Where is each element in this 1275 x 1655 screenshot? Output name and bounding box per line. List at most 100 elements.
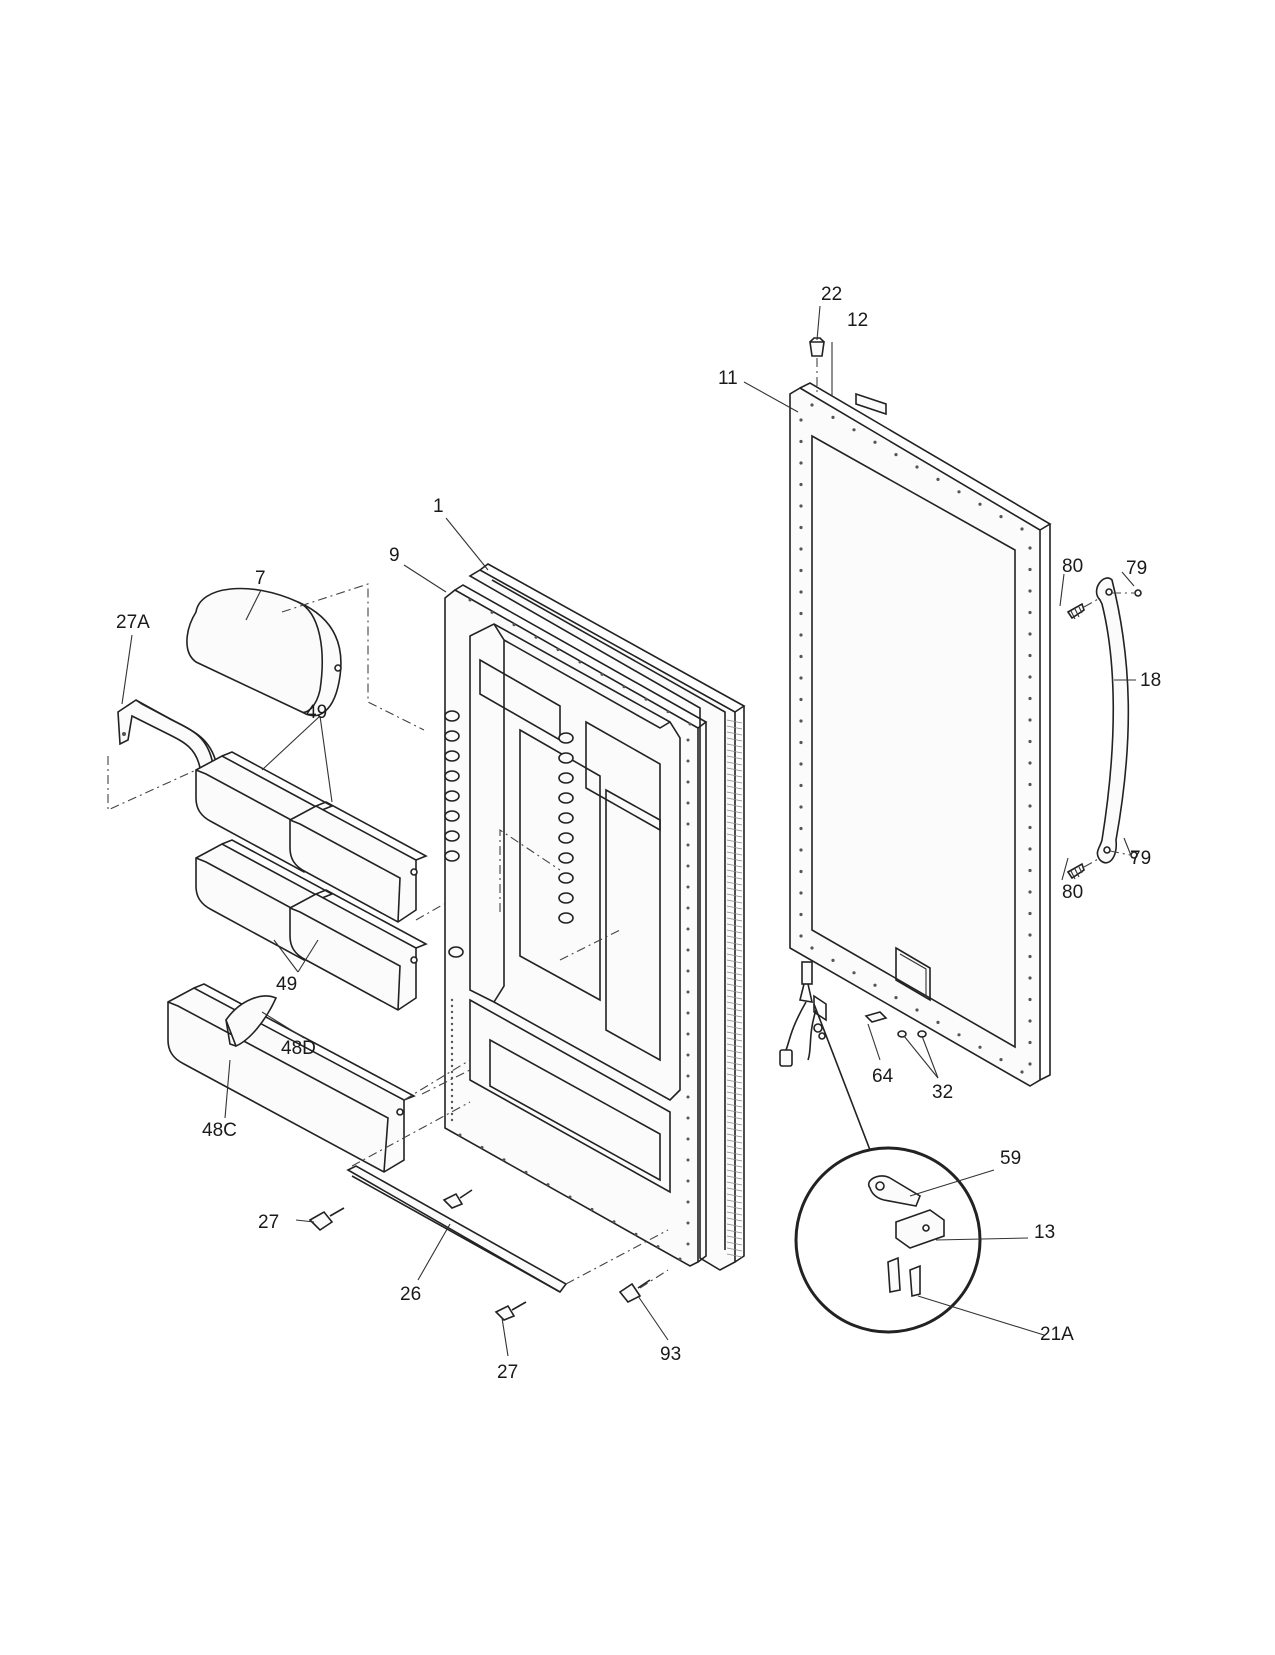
liner-hole xyxy=(512,623,516,627)
liner-hole xyxy=(686,1137,690,1141)
liner-hole xyxy=(450,1088,454,1092)
liner-boss xyxy=(444,850,460,862)
gasket-hatch-line xyxy=(726,1247,743,1252)
gasket-hatch-line xyxy=(726,1067,743,1072)
callout-80-lower: 80 xyxy=(1062,882,1083,903)
door-bin-49-lower-right xyxy=(289,889,428,1011)
gasket-hatch-line xyxy=(726,851,743,856)
gasket-hatch-line xyxy=(726,1217,743,1222)
callout-79-lower: 79 xyxy=(1130,848,1151,869)
callout-27A: 27A xyxy=(116,612,150,633)
lower-hinge-assembly xyxy=(779,961,827,1067)
liner-hole xyxy=(686,906,690,910)
liner-boss xyxy=(444,770,460,782)
mounting-hole xyxy=(1028,1040,1032,1045)
callout-21A: 21A xyxy=(1040,1324,1074,1345)
liner-hole xyxy=(686,822,690,826)
liner-boss xyxy=(558,812,574,824)
hinge-detail-circle xyxy=(794,1003,982,1334)
mounting-hole xyxy=(799,912,803,917)
liner-hole xyxy=(450,1100,454,1104)
mounting-hole xyxy=(1028,890,1032,894)
liner-boss xyxy=(444,750,460,762)
mounting-hole xyxy=(799,762,803,766)
callout-59: 59 xyxy=(1000,1148,1021,1169)
liner-hole xyxy=(600,672,604,676)
mounting-hole xyxy=(810,403,814,407)
callout-64: 64 xyxy=(872,1066,894,1087)
callout-32: 32 xyxy=(932,1082,953,1103)
mounting-hole xyxy=(999,1058,1003,1062)
liner-hole xyxy=(644,697,648,701)
liner-hole xyxy=(686,843,690,847)
liner-hole xyxy=(480,1145,484,1149)
gasket-hatch-line xyxy=(726,869,743,874)
liner-hole xyxy=(450,1004,454,1008)
mounting-hole xyxy=(894,453,898,457)
liner-hole xyxy=(450,998,454,1002)
gasket-hatch-line xyxy=(726,737,743,742)
callout-27-left: 27 xyxy=(258,1212,279,1233)
liner-hole xyxy=(534,635,538,639)
mounting-hole xyxy=(852,971,856,975)
gasket-hatch-line xyxy=(726,809,743,814)
callout-12: 12 xyxy=(847,310,868,331)
liner-hole xyxy=(686,780,690,784)
gasket-hatch-line xyxy=(726,1181,743,1186)
liner-hole xyxy=(686,1032,690,1036)
mounting-hole xyxy=(799,654,803,659)
mounting-hole xyxy=(799,418,803,422)
liner-boss xyxy=(558,792,574,804)
liner-hole xyxy=(450,1010,454,1014)
gasket-hatch-line xyxy=(726,803,743,808)
gasket-hatch-line xyxy=(726,863,743,868)
mounting-hole xyxy=(1020,1070,1024,1074)
gasket-hatch-line xyxy=(726,905,743,910)
gasket-hatch-line xyxy=(726,941,743,946)
callout-49-lower: 49 xyxy=(276,974,297,995)
gasket-hatch-line xyxy=(726,1097,743,1102)
liner-hole xyxy=(686,1179,690,1183)
gasket-hatch-line xyxy=(726,911,743,916)
liner-hole xyxy=(686,1074,690,1078)
gasket-hatch-line xyxy=(726,1001,743,1006)
gasket-hatch-line xyxy=(726,1133,743,1138)
liner-hole xyxy=(686,969,690,973)
mounting-hole xyxy=(978,1045,982,1049)
liner-hole xyxy=(468,598,472,602)
gasket-hatch-line xyxy=(726,767,743,772)
gasket-hatch-line xyxy=(726,791,743,796)
liner-hole xyxy=(686,738,690,742)
gasket-hatch-line xyxy=(726,1253,743,1258)
gasket-hatch-line xyxy=(726,821,743,826)
callout-26: 26 xyxy=(400,1284,421,1305)
gasket-hatch-line xyxy=(726,1031,743,1036)
gasket-hatch-line xyxy=(726,1145,743,1150)
liner-boss xyxy=(444,810,460,822)
mounting-hole xyxy=(1028,976,1032,980)
mounting-hole xyxy=(1028,696,1032,701)
gasket-hatch-line xyxy=(726,1235,743,1240)
dairy-bin-7 xyxy=(186,587,342,717)
gasket-hatch-line xyxy=(726,1193,743,1198)
callout-27-bottom: 27 xyxy=(497,1362,518,1383)
mounting-hole xyxy=(873,983,877,987)
liner-hole xyxy=(450,1022,454,1026)
gasket-hatch-line xyxy=(726,1121,743,1126)
gasket-hatch-line xyxy=(726,785,743,790)
label-12 xyxy=(855,392,887,416)
gasket-hatch-line xyxy=(726,773,743,778)
liner-hole xyxy=(568,1195,572,1199)
mounting-hole xyxy=(799,891,803,895)
assembly-lines xyxy=(107,583,669,1289)
mounting-hole xyxy=(831,958,835,963)
screw-80-upper xyxy=(1066,597,1101,620)
part-64 xyxy=(864,1011,888,1023)
gasket-hatch-line xyxy=(726,923,743,928)
callout-48C: 48C xyxy=(202,1120,237,1141)
screw-93 xyxy=(618,1279,651,1304)
mounting-hole xyxy=(1028,954,1032,959)
mounting-hole xyxy=(873,440,877,444)
liner-hole xyxy=(450,1082,454,1086)
